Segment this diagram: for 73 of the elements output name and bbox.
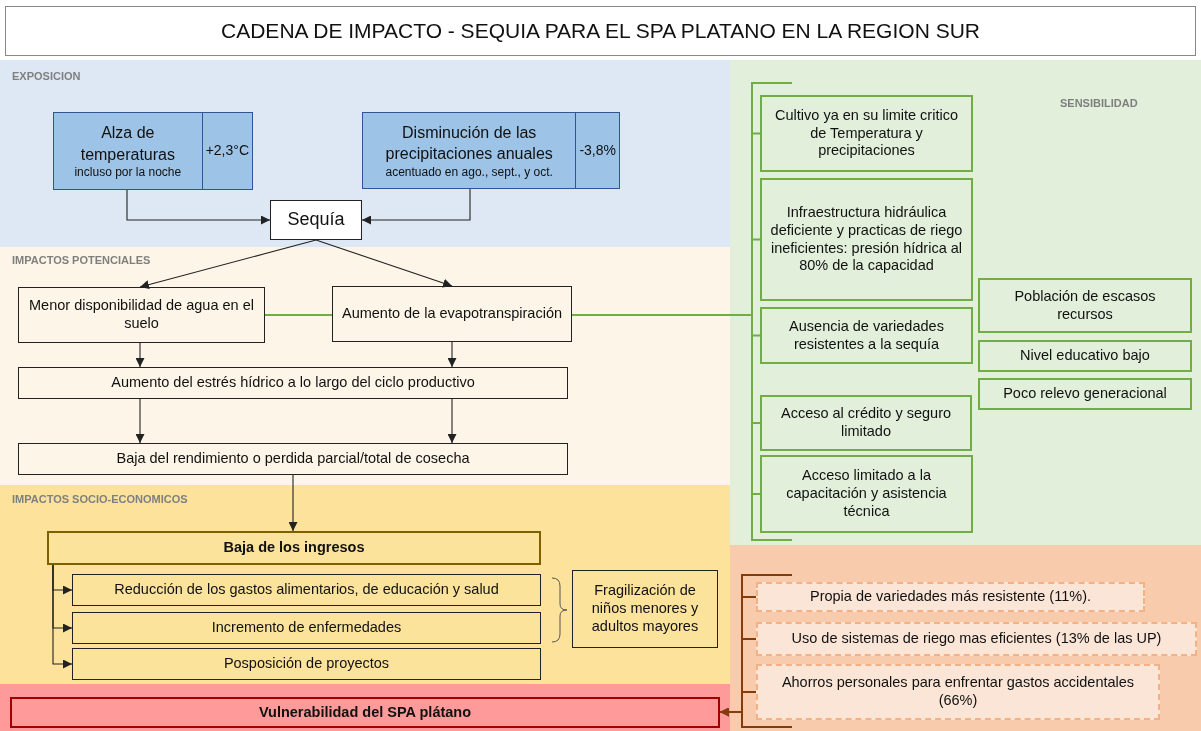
node-text: Incremento de enfermedades xyxy=(211,619,402,637)
process-box xyxy=(270,200,362,240)
capacity-box xyxy=(756,664,1160,720)
section-heading: SENSIBILIDAD xyxy=(1060,97,1138,111)
process-box xyxy=(72,574,541,606)
note-text: acentuado en ago., sept., y oct. xyxy=(385,164,553,180)
note-text: incluso por la noche xyxy=(74,165,182,180)
process-box xyxy=(18,287,265,343)
node-text: Fragilización de niños menores y adultos mayores xyxy=(590,582,700,636)
sensitivity-box xyxy=(978,278,1192,333)
arrow xyxy=(361,188,471,225)
process-box xyxy=(72,612,541,644)
node-text: Alza de temperaturas xyxy=(79,123,176,165)
node-text: Baja del rendimiento o perdida parcial/total de cosecha xyxy=(116,450,470,468)
process-box xyxy=(332,286,572,342)
node-text: Ausencia de variedades resistentes a la sequía xyxy=(788,317,945,354)
sensitivity-box xyxy=(760,95,973,172)
node-text: Menor disponibilidad de agua en el suelo xyxy=(28,297,255,333)
sensitivity-box xyxy=(760,455,973,533)
sensitivity-box xyxy=(760,395,972,451)
node-text: Disminución de las precipitaciones anuales xyxy=(384,122,554,165)
process-box xyxy=(572,570,718,648)
node-text: Cultivo ya en su limite critico de Temperatura y precipitaciones xyxy=(774,106,959,161)
node-text: Aumento del estrés hídrico a lo largo del ciclo productivo xyxy=(111,374,475,392)
node-text: Reducción de los gastos alimentarios, de educación y salud xyxy=(114,581,499,599)
arrow xyxy=(288,474,298,532)
arrow xyxy=(447,398,457,444)
capacity-box xyxy=(756,622,1197,656)
section-band xyxy=(0,60,730,247)
process-box xyxy=(18,367,568,399)
section-band xyxy=(0,247,730,485)
node-text: Acceso al crédito y seguro limitado xyxy=(779,405,953,441)
value-cell: -3,8% xyxy=(575,113,619,188)
sensitivity-box xyxy=(978,340,1192,372)
arrow xyxy=(135,398,145,444)
value-cell: +2,3°C xyxy=(201,113,252,189)
node-text: Uso de sistemas de riego mas eficientes (13% de las UP) xyxy=(791,630,1162,648)
capacity-box xyxy=(756,582,1145,612)
node-text: Aumento de la evapotranspiración xyxy=(341,305,563,323)
node-text: Sequía xyxy=(287,209,345,231)
node-text: Nivel educativo bajo xyxy=(1020,347,1150,365)
node-text: Acceso limitado a la capacitación y asistencia técnica xyxy=(785,467,948,521)
node-text: Poco relevo generacional xyxy=(1003,385,1167,403)
arrow xyxy=(139,239,317,290)
process-box xyxy=(72,648,541,680)
node-text: Baja de los ingresos xyxy=(223,539,365,557)
node-text: Infraestructura hidráulica deficiente y practicas de riego ineficientes: presión hídrica al 80% de la capacidad xyxy=(769,204,964,275)
arrow xyxy=(52,564,73,669)
arrow xyxy=(719,691,757,717)
sensitivity-box xyxy=(760,307,973,364)
node-text: Ahorros personales para enfrentar gastos accidentales (66%) xyxy=(780,674,1136,710)
process-box xyxy=(47,531,541,565)
process-box xyxy=(18,443,568,475)
section-band xyxy=(730,60,1201,545)
result-box xyxy=(10,697,720,728)
section-heading: IMPACTOS SOCIO-ECONOMICOS xyxy=(12,493,188,507)
section-heading: EXPOSICION xyxy=(12,70,81,84)
sensitivity-box xyxy=(978,378,1192,410)
sensitivity-box xyxy=(760,178,973,301)
node-text: Propia de variedades más resistente (11%). xyxy=(810,588,1091,606)
arrow xyxy=(135,342,145,368)
exposure-box xyxy=(53,112,253,190)
section-heading: IMPACTOS POTENCIALES xyxy=(12,254,151,268)
exposure-box xyxy=(362,112,620,189)
arrow xyxy=(447,341,457,368)
node-text: Población de escasos recursos xyxy=(1013,287,1157,324)
section-band xyxy=(0,485,730,684)
connector-line xyxy=(264,314,333,316)
node-text: Posposición de proyectos xyxy=(223,655,390,673)
diagram-title: CADENA DE IMPACTO - SEQUIA PARA EL SPA PLATANO EN LA REGION SUR xyxy=(5,6,1196,56)
arrow xyxy=(315,239,453,288)
arrow xyxy=(126,189,271,225)
node-text: Vulnerabilidad del SPA plátano xyxy=(258,703,472,722)
